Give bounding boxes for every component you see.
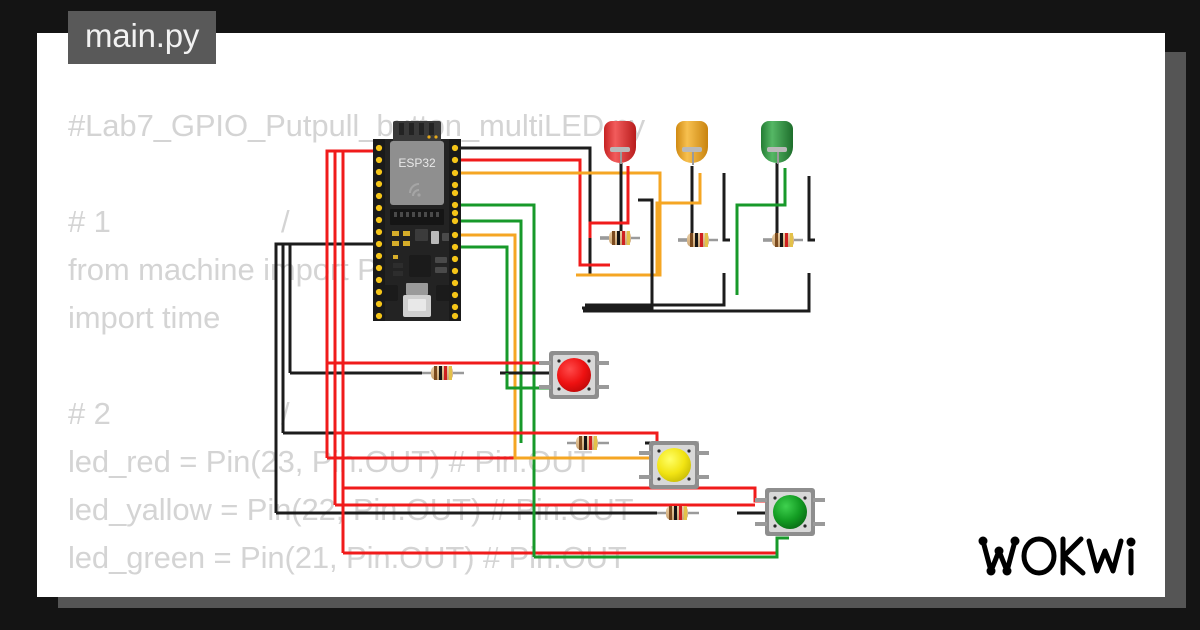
diagram-card: #Lab7_GPIO_Putpull_button_multiLED.py # … [37,33,1165,597]
resistor-led-yellow[interactable] [678,233,718,247]
resistor-led-red[interactable] [600,231,640,245]
resistor-led-green[interactable] [763,233,803,247]
filename-tab[interactable]: main.py [68,11,217,64]
led-green[interactable] [761,121,793,164]
wire-button-green [341,486,791,559]
wokwi-logo [978,536,1136,576]
wire-group [274,146,815,559]
led-red[interactable] [604,121,636,164]
esp32-left-pins [375,144,383,320]
esp32-board[interactable]: ESP32 [373,121,461,321]
resistor-btn-yellow[interactable] [567,436,609,450]
wire-button-red [325,361,585,458]
wire-black-bus [274,242,657,515]
circuit-diagram: ESP32 [274,121,825,559]
pushbutton-green[interactable] [755,488,825,536]
resistor-btn-red[interactable] [422,366,464,380]
resistor-btn-green[interactable] [657,506,699,520]
pushbutton-red[interactable] [539,351,609,399]
esp32-label: ESP32 [398,156,436,170]
wire-button-yellow [333,431,699,505]
esp32-right-pins [451,144,459,320]
led-yellow[interactable] [676,121,708,165]
pushbutton-yellow[interactable] [639,441,709,489]
